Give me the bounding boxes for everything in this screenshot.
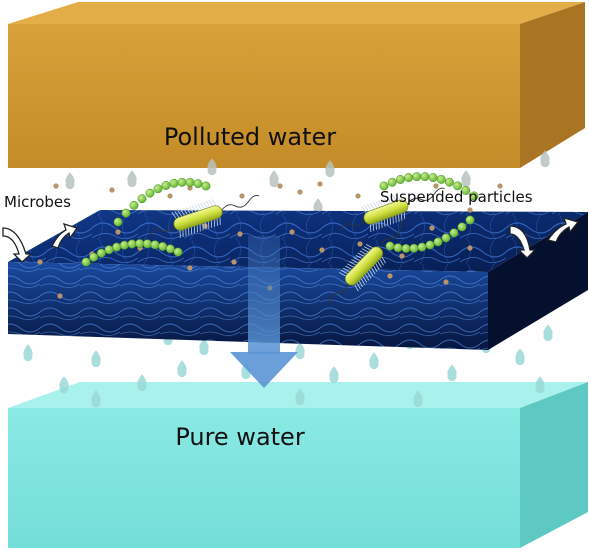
droplet — [91, 390, 101, 408]
particle — [237, 231, 243, 237]
particle — [37, 259, 43, 265]
polluted-water-label: Polluted water — [164, 123, 336, 151]
droplet — [461, 170, 471, 188]
particle — [467, 207, 473, 213]
droplet — [295, 342, 305, 360]
particle — [443, 279, 449, 285]
pure-block-front — [8, 408, 520, 548]
droplet — [65, 172, 75, 190]
microbe-chain — [113, 177, 211, 227]
deflection-arrow-left — [2, 223, 79, 263]
droplet — [447, 364, 457, 382]
particle — [57, 293, 63, 299]
microbe-chain — [385, 215, 475, 253]
membrane-side-face — [488, 212, 588, 350]
rod-bacterium — [330, 218, 408, 304]
particle — [355, 193, 361, 199]
particle — [317, 181, 323, 187]
particle — [115, 229, 121, 235]
pure-water-label: Pure water — [175, 423, 305, 451]
membrane-top-texture — [8, 210, 588, 272]
droplet — [295, 388, 305, 406]
droplet — [543, 324, 553, 342]
particle — [289, 229, 295, 235]
pure-water-block: Pure water — [8, 382, 588, 548]
suspended-particles-label: Suspended particles — [380, 188, 533, 206]
polluted-block-front — [8, 24, 520, 168]
rod-bacterium — [149, 194, 260, 238]
droplet — [329, 366, 339, 384]
particle — [167, 193, 173, 199]
microbe-chain — [81, 239, 183, 267]
polluted-water-block: Polluted water — [8, 2, 585, 168]
particle — [187, 265, 193, 271]
particle — [433, 183, 439, 189]
droplet — [127, 170, 137, 188]
particle — [187, 185, 193, 191]
particle — [297, 189, 303, 195]
particle — [231, 259, 237, 265]
particle — [319, 247, 325, 253]
filtration-arrow — [230, 236, 298, 388]
droplet — [23, 344, 33, 362]
particle — [357, 241, 363, 247]
suspended-particles — [37, 181, 503, 299]
particle — [497, 183, 503, 189]
droplet — [59, 376, 69, 394]
pure-block-side — [520, 382, 588, 548]
membrane — [8, 210, 588, 350]
droplet — [91, 350, 101, 368]
particle — [239, 193, 245, 199]
particle — [429, 225, 435, 231]
rod-bacterium — [340, 187, 445, 232]
droplet — [207, 158, 217, 176]
particle — [399, 253, 405, 259]
droplet — [269, 170, 279, 188]
polluted-block-top — [8, 2, 585, 24]
particle — [202, 223, 208, 229]
particle — [387, 273, 393, 279]
droplet — [199, 338, 209, 356]
particle — [467, 245, 473, 251]
droplet — [369, 352, 379, 370]
particle — [109, 187, 115, 193]
droplet — [413, 390, 423, 408]
particle — [53, 183, 59, 189]
microbe-chains — [81, 172, 479, 267]
microbe-chain — [379, 172, 479, 201]
droplet — [515, 348, 525, 366]
microbes-label: Microbes — [4, 193, 71, 211]
polluted-block-side — [520, 2, 585, 168]
droplet — [535, 376, 545, 394]
deflection-arrow-right — [509, 217, 580, 259]
droplet — [137, 374, 147, 392]
droplet — [540, 150, 550, 168]
droplet — [325, 160, 335, 178]
droplet — [177, 360, 187, 378]
rod-bacteria — [149, 187, 445, 304]
particle — [277, 183, 283, 189]
